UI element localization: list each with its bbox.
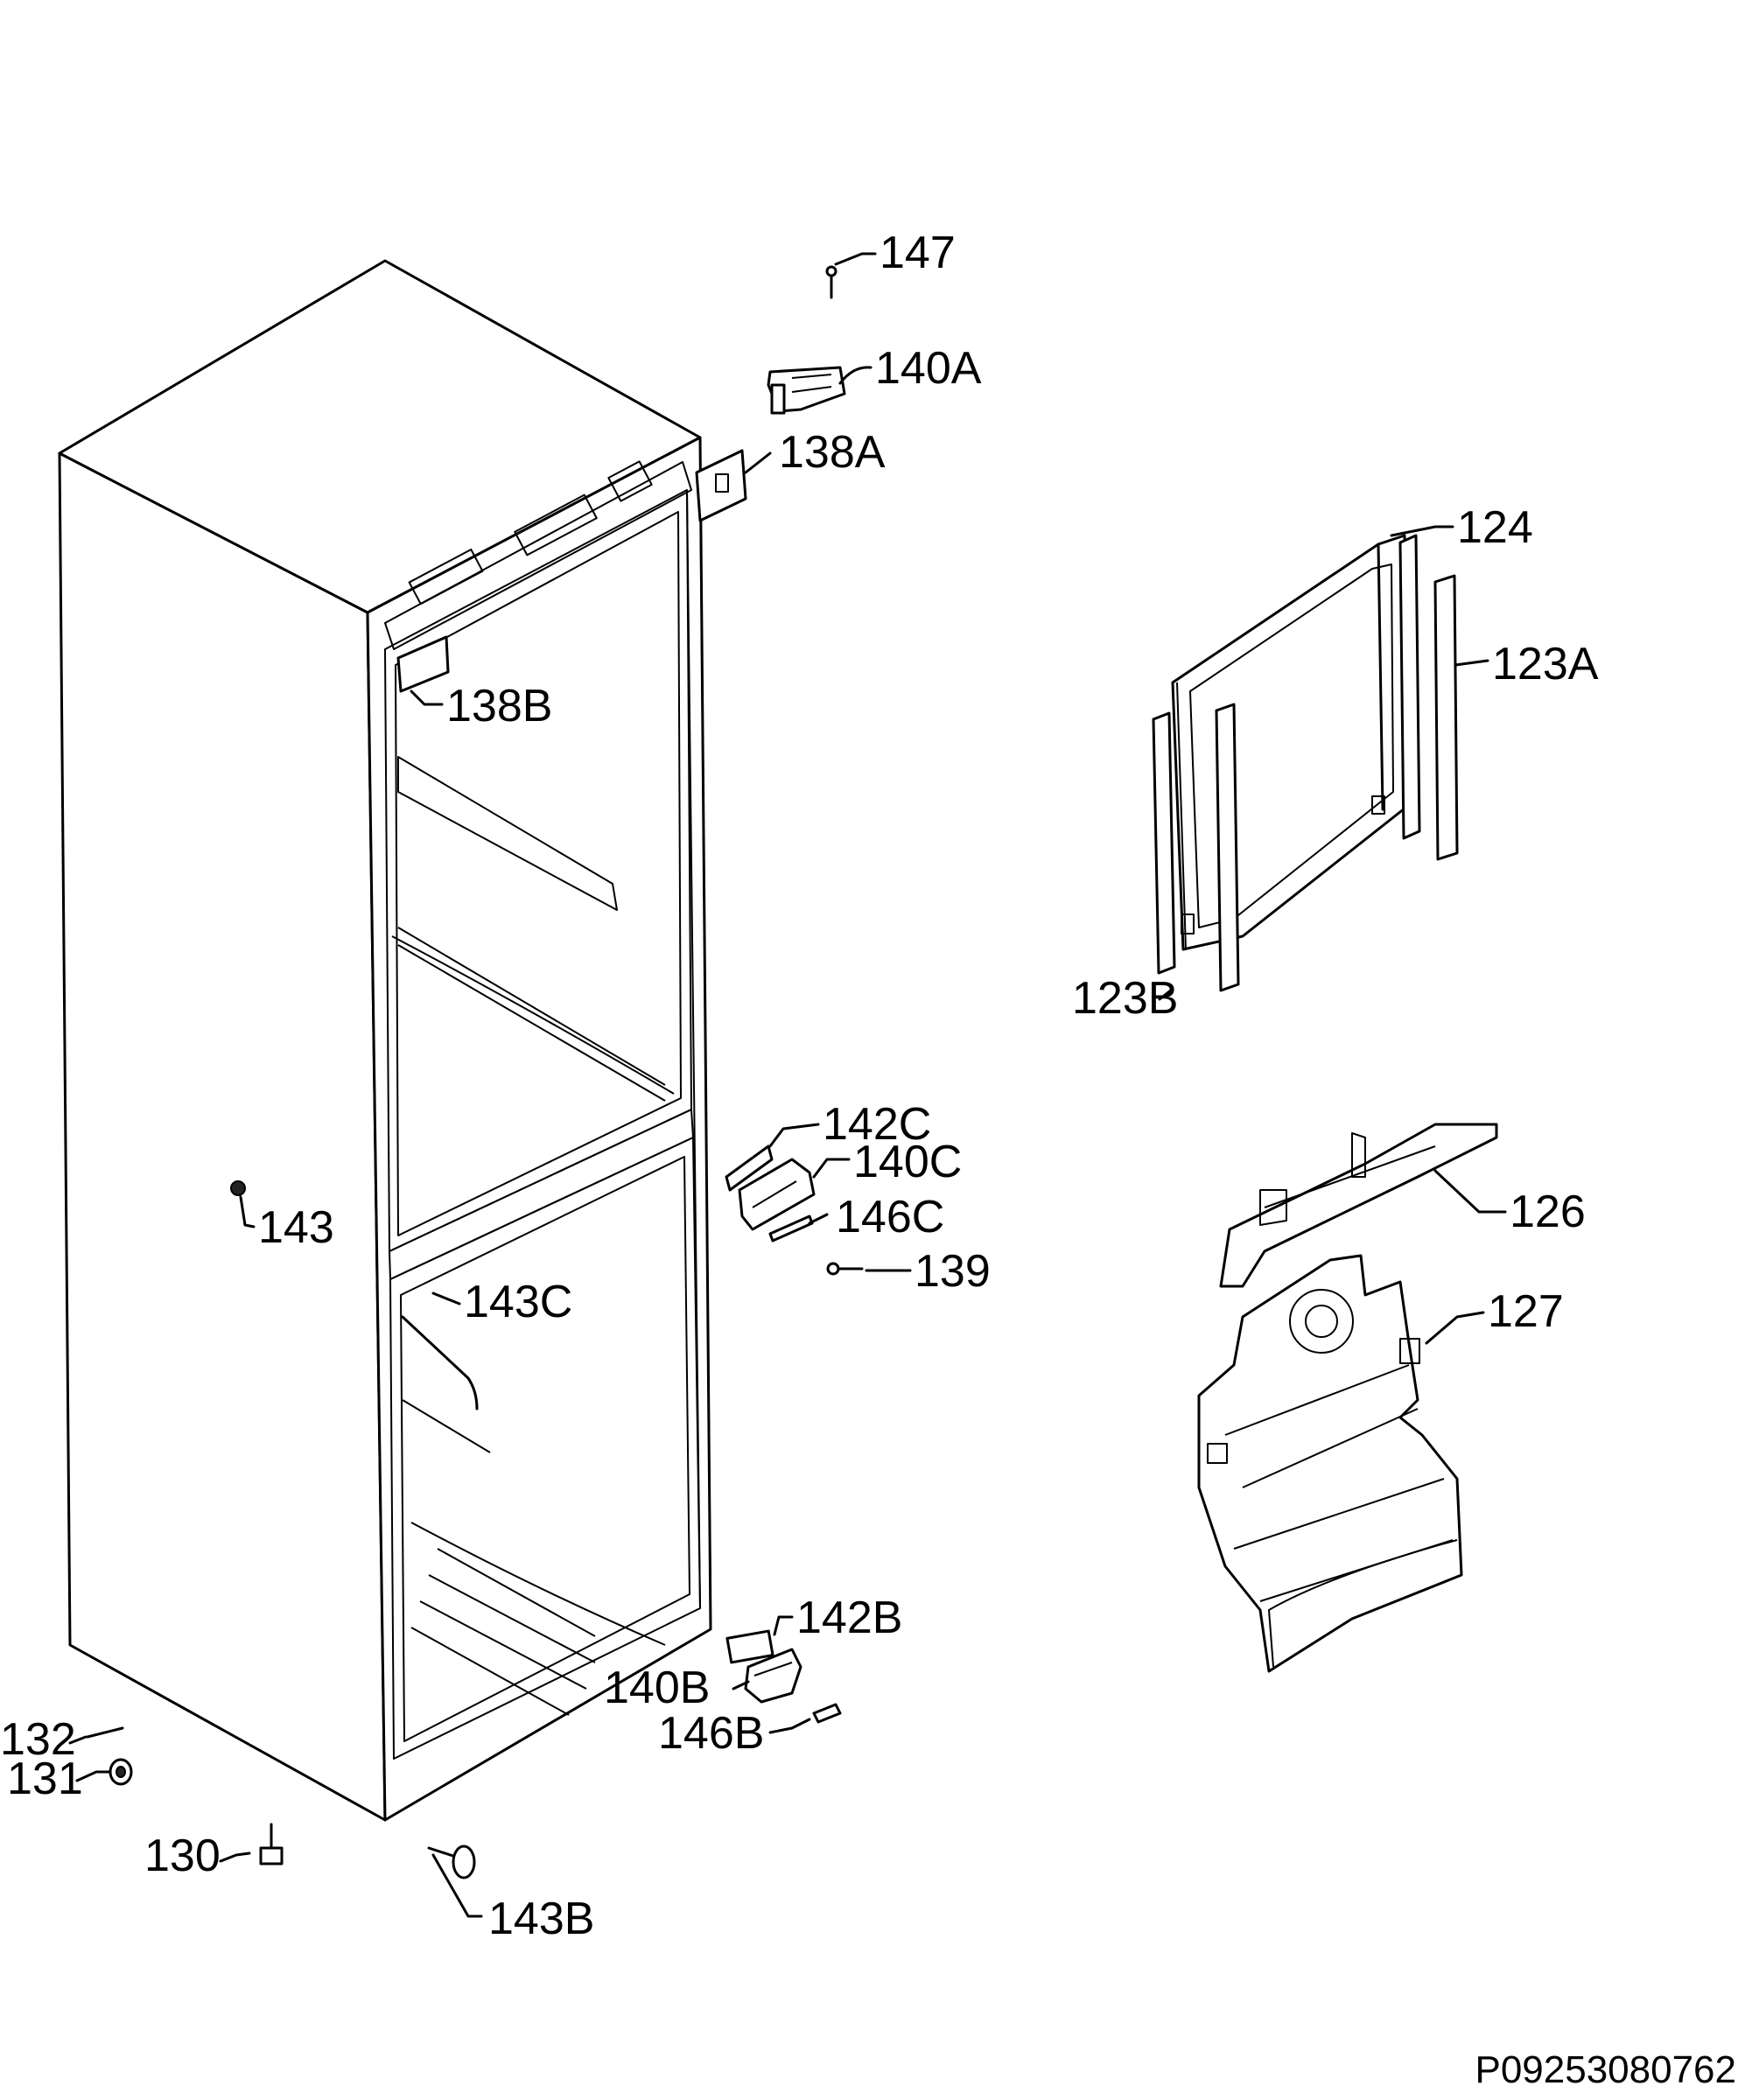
label-140B: 140B	[604, 1662, 710, 1713]
part-143-screw	[230, 1180, 246, 1196]
top-control-channel	[384, 461, 692, 650]
label-143: 143	[258, 1202, 334, 1253]
cabinet	[58, 259, 712, 1822]
cabinet-left-side	[58, 452, 387, 1822]
part-131-nut	[109, 1758, 133, 1786]
part-140B-bottom-hinge	[744, 1648, 802, 1704]
part-132-rod	[86, 1726, 124, 1739]
label-142B: 142B	[796, 1592, 902, 1643]
label-126: 126	[1510, 1186, 1586, 1237]
label-140A: 140A	[875, 343, 982, 394]
drawing-code: P09253080762	[1475, 2048, 1736, 2091]
label-123A: 123A	[1492, 639, 1599, 690]
part-146B-pin	[812, 1703, 842, 1724]
label-130: 130	[144, 1830, 221, 1881]
label-138A: 138A	[779, 427, 886, 478]
part-127-evaporator-cover	[1197, 1254, 1463, 1673]
part-143C-tube	[401, 1315, 479, 1410]
label-146B: 146B	[658, 1708, 764, 1759]
cabinet-front-frame	[366, 436, 712, 1822]
label-123B: 123B	[1072, 973, 1178, 1024]
label-143C: 143C	[464, 1277, 572, 1327]
label-147: 147	[880, 228, 956, 278]
label-143B: 143B	[488, 1894, 594, 1944]
leader-lines	[68, 252, 1507, 1918]
part-126-drawer-front	[1219, 1123, 1498, 1288]
label-138B: 138B	[446, 681, 552, 732]
label-127: 127	[1488, 1286, 1564, 1337]
part-138A-hinge-cover	[695, 449, 747, 522]
label-132: 132	[0, 1714, 76, 1765]
part-123A-gasket	[1398, 534, 1459, 861]
label-131: 131	[7, 1754, 83, 1804]
part-140C-middle-hinge	[738, 1158, 816, 1231]
label-124: 124	[1457, 502, 1533, 553]
label-146C: 146C	[836, 1192, 944, 1242]
part-130-foot	[259, 1823, 284, 1866]
part-123B-gasket	[1152, 703, 1240, 992]
part-143B-bolt	[427, 1844, 476, 1880]
part-140A-top-hinge	[767, 366, 846, 415]
label-140C: 140C	[853, 1137, 962, 1187]
label-139: 139	[915, 1246, 991, 1297]
part-142B-plate	[725, 1629, 774, 1664]
label-142C: 142C	[823, 1099, 931, 1150]
part-139-screw	[826, 1262, 864, 1276]
part-138B-bracket	[396, 635, 450, 693]
part-124-door-panel	[1171, 534, 1411, 951]
callout-labels: 147 140A 138A 124 123A 138B 123B 142C 14…	[0, 228, 1599, 1944]
part-146C-pin	[768, 1214, 814, 1242]
part-147-screw	[825, 265, 837, 299]
part-142C-plate	[725, 1144, 774, 1192]
